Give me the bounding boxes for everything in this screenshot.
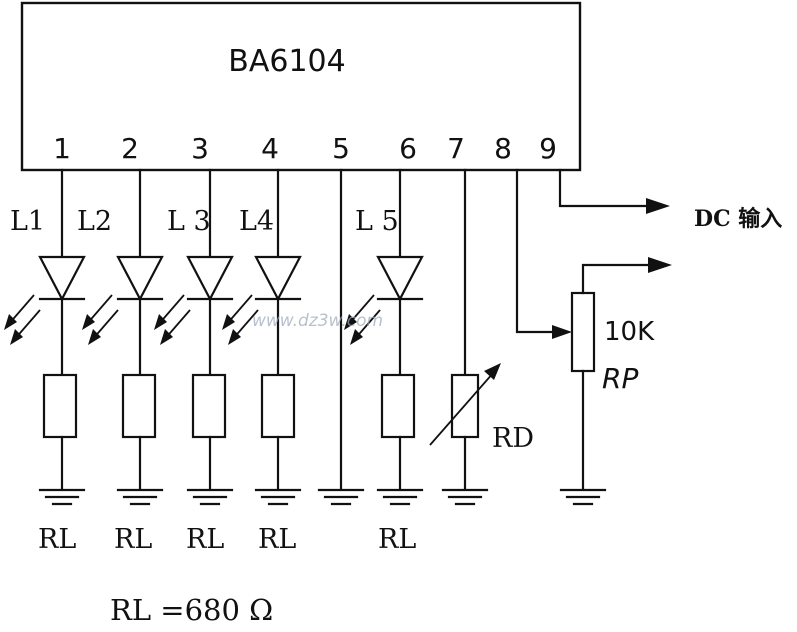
rl-label: RL <box>186 524 224 555</box>
rl-2-resistor <box>121 373 157 439</box>
led-label: L2 <box>77 206 112 237</box>
pin-6-label: 6 <box>399 132 417 165</box>
light-emission-icon <box>82 294 119 345</box>
pin-9-label: 9 <box>539 132 557 165</box>
led-4-diode <box>254 255 302 302</box>
ground-icon <box>376 488 424 506</box>
led-label: L 5 <box>355 206 399 237</box>
pin-7-label: 7 <box>447 132 465 165</box>
channel-6 <box>376 168 424 491</box>
led-2-diode <box>116 255 164 302</box>
rl-4-resistor <box>260 373 296 439</box>
channel-3 <box>186 168 234 491</box>
ground-icon <box>254 488 302 506</box>
light-emission-icon <box>222 294 259 345</box>
pin-8-label: 8 <box>494 132 512 165</box>
channel-2 <box>116 168 164 491</box>
rp-value-label: 10K <box>604 317 655 347</box>
rl-3-resistor <box>191 373 227 439</box>
led-label: L4 <box>239 206 274 237</box>
ground-icon <box>186 488 234 506</box>
watermark: www.dz3w.com <box>252 311 383 331</box>
led-3-diode <box>186 255 234 302</box>
pin-labels: 1 2 3 4 5 6 7 8 9 <box>53 132 557 165</box>
emission-arrows <box>4 294 381 345</box>
rp-body <box>570 291 596 373</box>
ic-label: BA6104 <box>228 44 345 79</box>
rl-1-resistor <box>42 373 78 439</box>
light-emission-icon <box>4 294 41 345</box>
ground-icon <box>317 488 365 506</box>
led-1-diode <box>38 255 86 302</box>
pin-2-label: 2 <box>121 132 139 165</box>
ground-icon <box>559 488 607 506</box>
rl-labels: RL RL RL RL RL <box>38 524 416 555</box>
rl-value-note: RL =680 Ω <box>110 593 273 627</box>
led-label: L 3 <box>167 206 211 237</box>
rl-label: RL <box>258 524 296 555</box>
channel-4 <box>254 168 302 491</box>
channel-9-dc-input <box>558 168 670 214</box>
rl-label: RL <box>114 524 152 555</box>
ground-icon <box>116 488 164 506</box>
pin-1-label: 1 <box>53 132 71 165</box>
pin-5-label: 5 <box>332 132 350 165</box>
pin-3-label: 3 <box>191 132 209 165</box>
rl-5-resistor <box>380 373 416 439</box>
ground-symbols <box>38 488 607 506</box>
dc-input-label: DC 输入 <box>694 206 782 232</box>
rl-label: RL <box>38 524 76 555</box>
led-5-diode <box>376 255 424 302</box>
light-emission-icon <box>344 294 381 345</box>
pin-4-label: 4 <box>261 132 279 165</box>
ground-icon <box>441 488 489 506</box>
light-emission-icon <box>154 294 191 345</box>
rp-label: RP <box>602 362 638 395</box>
ic-body <box>20 1 582 172</box>
channel-8-wiper <box>515 168 572 339</box>
ground-icon <box>38 488 86 506</box>
rp-potentiometer <box>570 257 672 491</box>
led-labels: L1 L2 L 3 L4 L 5 <box>10 206 399 237</box>
channel-1 <box>38 168 86 491</box>
led-label: L1 <box>10 206 45 237</box>
rd-label: RD <box>492 423 534 454</box>
channel-7-rd <box>429 168 501 491</box>
rl-label: RL <box>378 524 416 555</box>
